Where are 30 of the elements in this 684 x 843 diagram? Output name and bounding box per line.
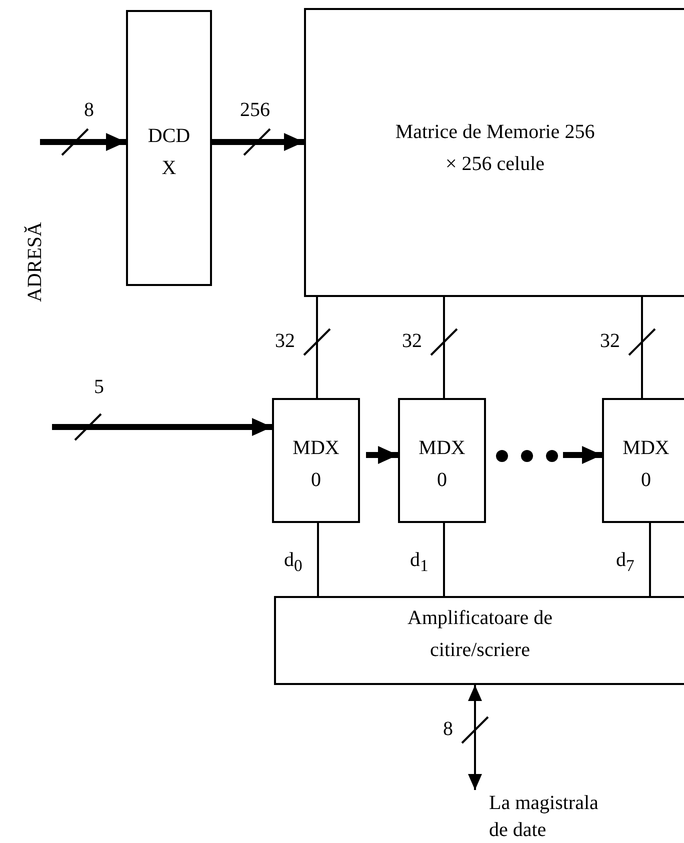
bus-width-label: d$_{0}$ bbox=[284, 550, 302, 575]
arrow bbox=[366, 446, 398, 464]
arrow bbox=[563, 446, 602, 464]
bus-width-label: d$_{7}$ bbox=[616, 550, 634, 575]
bus-width-label: 5 bbox=[94, 377, 104, 397]
bus-line bbox=[317, 523, 319, 596]
bus-width-label: 32 bbox=[402, 331, 422, 351]
bus-width-label: 32 bbox=[600, 331, 620, 351]
bus-line bbox=[443, 297, 445, 398]
caption-text: La magistrala de date bbox=[470, 790, 620, 842]
axis-side-label: ADRESĂ bbox=[25, 221, 45, 304]
arrow bbox=[40, 133, 126, 151]
amplifier-block: Amplificatoare de citire/scriere bbox=[274, 596, 684, 685]
bus-width-label: 8 bbox=[84, 100, 94, 120]
decoder-block: DCD X bbox=[126, 10, 212, 286]
bus-width-label: 32 bbox=[275, 331, 295, 351]
bus-width-label: 8 bbox=[443, 719, 453, 739]
bus-line bbox=[316, 297, 318, 398]
bus-width-label: 256 bbox=[240, 100, 270, 120]
multiplexer-block: MDX 0 bbox=[398, 398, 486, 523]
multiplexer-block: MDX 0 bbox=[602, 398, 684, 523]
bus-line bbox=[443, 523, 445, 596]
memory-matrix-block: Matrice de Memorie 256 × 256 celule bbox=[304, 8, 684, 297]
multiplexer-block: MDX 0 bbox=[272, 398, 360, 523]
bus-width-label: d$_{1}$ bbox=[410, 550, 428, 575]
arrow bbox=[52, 418, 272, 436]
arrow bbox=[212, 133, 304, 151]
arrow bbox=[468, 685, 482, 790]
bus-line bbox=[649, 523, 651, 596]
bus-line bbox=[641, 297, 643, 398]
